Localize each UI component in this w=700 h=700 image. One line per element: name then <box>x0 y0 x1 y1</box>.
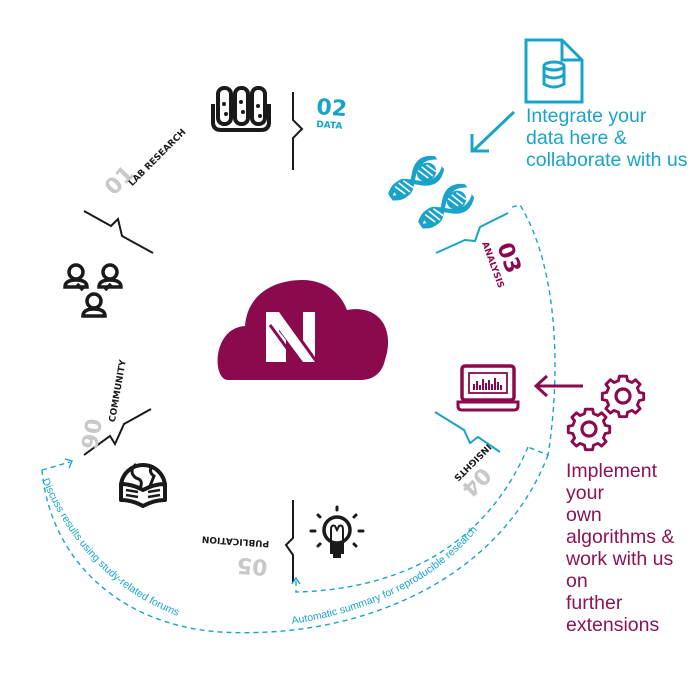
callout-line: work with us on <box>566 548 674 592</box>
callout-line: further <box>566 592 623 614</box>
arrow-into-analysis-icon <box>533 374 583 398</box>
database-file-icon <box>524 38 584 104</box>
step-number: 06 <box>75 416 105 451</box>
step-label: LAB RESEARCH <box>127 128 188 189</box>
arc-label-summary: Automatic summary for reproducible resea… <box>291 524 480 627</box>
dividers <box>83 92 304 582</box>
divider-upper-left <box>83 210 154 254</box>
lightbulb-icon <box>309 505 365 558</box>
arrowheads <box>64 458 301 585</box>
gears-icon <box>566 374 646 452</box>
step-number: 02 <box>316 95 348 122</box>
callout-line: algorithms & <box>566 526 675 548</box>
callout-line: Implement your <box>566 460 658 504</box>
callout-line: extensions <box>566 614 660 636</box>
divider-bottom <box>284 500 294 582</box>
cloud-logo-icon <box>217 280 389 380</box>
callout-implement-algorithms: Implement your own algorithms & work wit… <box>566 460 700 636</box>
step-label: DATA <box>316 120 343 132</box>
dividers-cyan <box>434 212 509 453</box>
arrow-to-community-icon <box>64 458 73 469</box>
step-03: 03 ANALYSIS <box>479 240 525 290</box>
dashed-arcs <box>41 204 556 634</box>
callout-line: own <box>566 504 602 526</box>
test-tubes-icon <box>211 86 271 132</box>
step-01: 01 LAB RESEARCH <box>100 128 188 201</box>
divider-lower-left <box>83 408 152 456</box>
people-network-icon <box>63 263 123 318</box>
arc-label-discuss: Discuss results using study-related foru… <box>39 476 181 618</box>
step-label: COMMUNITY <box>108 359 129 423</box>
step-02: 02 DATA <box>316 95 348 132</box>
divider-top <box>292 92 304 170</box>
laptop-chart-icon <box>456 364 520 412</box>
arrow-up-publication-icon <box>291 576 301 585</box>
step-label: PUBLICATION <box>202 533 270 548</box>
arrow-into-data-icon <box>470 110 516 153</box>
globe-book-icon <box>119 462 167 508</box>
callout-line: collaborate with us <box>526 149 688 171</box>
step-04: 04 INSIGHTS <box>451 441 495 501</box>
step-05: 05 PUBLICATION <box>202 533 270 579</box>
step-06: 06 COMMUNITY <box>75 359 129 451</box>
callout-line: Integrate your <box>526 105 647 127</box>
callout-integrate-data: Integrate your data here & collaborate w… <box>526 105 700 171</box>
dna-icon <box>388 155 475 229</box>
step-number: 05 <box>236 552 268 579</box>
divider-lower-right <box>434 411 501 453</box>
divider-upper-right <box>435 212 509 254</box>
callout-line: data here & <box>526 127 627 149</box>
